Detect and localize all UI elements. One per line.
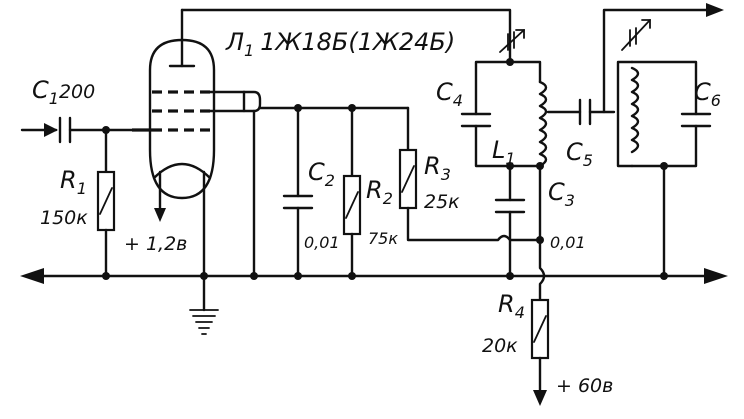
resistor-r1 — [96, 126, 116, 280]
resistor-r2 — [342, 106, 362, 280]
input-terminal — [20, 123, 58, 137]
c3-label: C3 — [548, 178, 575, 210]
supply-label: + 60в — [556, 375, 613, 397]
c4-label: C4 — [436, 78, 463, 110]
filament-label: + 1,2в — [124, 233, 187, 255]
tank-circuit-2 — [602, 3, 724, 280]
tank-circuit-1 — [460, 29, 548, 242]
r3-label: R3 — [424, 152, 451, 184]
c3-value: 0,01 — [550, 233, 586, 252]
vacuum-tube — [132, 8, 216, 280]
c2-label: C2 — [308, 158, 335, 190]
c2-value: 0,01 — [304, 233, 340, 252]
r3-value: 25к — [424, 191, 460, 213]
r1-label: R1 — [60, 166, 87, 198]
r4-label: R4 — [498, 290, 525, 322]
c6-label: C6 — [694, 78, 721, 110]
capacitor-c2 — [282, 106, 314, 280]
r1-value: 150к — [40, 207, 88, 229]
l1-label: L1 — [492, 136, 516, 168]
resistor-r4 — [530, 238, 550, 406]
r2-label: R2 — [366, 176, 393, 208]
c5-label: C5 — [566, 138, 593, 170]
r2-value: 75к — [368, 229, 398, 248]
ground-rail — [20, 268, 728, 284]
capacitor-c5 — [546, 98, 616, 126]
r4-value: 20к — [482, 335, 518, 357]
ground-symbol — [189, 274, 219, 335]
resistor-r3 — [398, 106, 544, 244]
c1-label: C1200 — [32, 76, 95, 108]
capacitor-c3 — [494, 162, 526, 280]
capacitor-c1 — [58, 116, 134, 144]
screen-grid-wiring — [208, 90, 410, 280]
